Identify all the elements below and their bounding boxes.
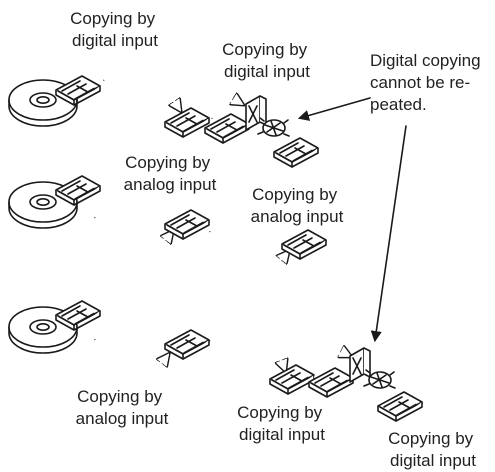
row-1 <box>8 62 371 168</box>
label-note: Digital copying cannot be re- peated. <box>370 51 485 114</box>
broken-disc-icon <box>363 369 396 389</box>
label-row3-copy1: Copying by analog input <box>76 387 169 428</box>
label-row1-copy2: Copying by digital input <box>222 40 312 81</box>
minidisc-icon <box>164 209 210 240</box>
minidisc-icon <box>377 391 423 422</box>
label-row3-copy3: Copying by digital input <box>388 429 478 470</box>
broken-disc-icon <box>257 117 290 137</box>
minidisc-icon <box>308 367 354 398</box>
minidisc-icon <box>269 364 315 395</box>
pointer-arrow <box>370 125 407 343</box>
row-2 <box>8 175 327 270</box>
row-3 <box>8 125 423 422</box>
minidisc-icon <box>164 107 210 138</box>
label-row3-copy2: Copying by digital input <box>237 403 327 444</box>
label-row2-copy2: Copying by analog input <box>251 185 344 226</box>
minidisc-icon <box>281 229 327 260</box>
pointer-arrow <box>297 97 371 121</box>
label-row2-copy1: Copying by analog input <box>124 153 217 194</box>
minidisc-icon <box>273 137 319 168</box>
label-row1-copy1: Copying by digital input <box>70 9 160 50</box>
prohibited-copy-icon <box>349 347 371 383</box>
minidisc-icon <box>164 329 210 360</box>
